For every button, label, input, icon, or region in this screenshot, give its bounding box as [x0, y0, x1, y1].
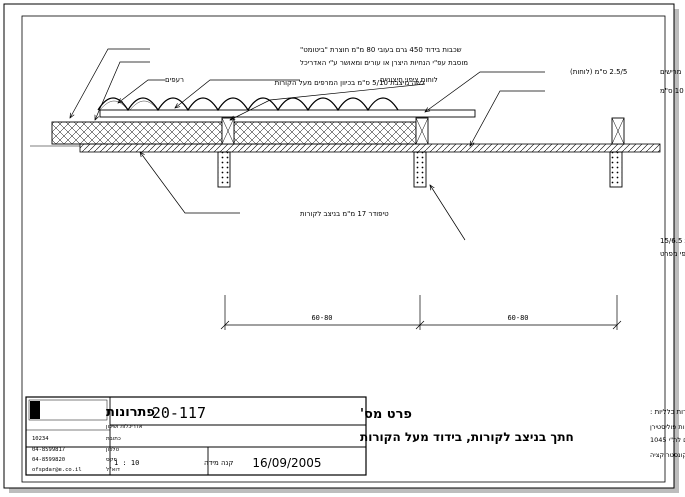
detail-label: פרט מס' [360, 407, 412, 422]
beam-2 [413, 151, 427, 188]
beam-1 [217, 151, 231, 188]
scale-label: קנה מידה [204, 459, 233, 467]
notes-heading: הערות כלליות : [650, 408, 685, 416]
insulation-block-left [51, 121, 223, 145]
callout-right-top: 2.5/5 ס"מ (לוחות) [570, 68, 627, 76]
beam-3 [609, 151, 623, 188]
plywood-layer [79, 143, 661, 153]
contact-label-1: טלפון [106, 446, 120, 453]
drawing-title: חתך בניצב לקורות, בידוד מעל הקורות [360, 430, 574, 444]
company-subtitle: אדריכלות ושיכון [106, 423, 143, 430]
callout-right-top-label: מרישים [660, 68, 682, 76]
callout-insulation-line1: שכבות בידוד 450 גרם בעובי 80 מ"מ חוצרת "… [300, 46, 462, 54]
title-block: פתרונות אדריכלות ושיכון כתובת 10234 טלפו… [25, 396, 574, 476]
roof-tiles [97, 97, 399, 112]
callout-beams-line2: מהוקצעות רצבועות לפי מפרט [660, 250, 685, 258]
callout-board: לוחות ציפוי חיצוניים [380, 76, 438, 84]
drawing-date: 16/09/2005 [252, 456, 321, 470]
contact-value-3: ofspdar@e.co.il [32, 467, 82, 473]
dimension-left: 60-80 [311, 314, 332, 322]
contact-value-2: 04-8599820 [32, 457, 65, 463]
callout-plywood: טיפודר 17 מ"מ בניצב לקורות [300, 210, 389, 218]
roof-section-drawing [30, 97, 661, 188]
drawing-frame [21, 15, 666, 483]
contact-label-0: כתובת [106, 436, 121, 442]
contact-label-2: פקס [106, 457, 117, 463]
callout-insulation-line2: מוסבת עפ"י הנחיות היצרן או עורים ומאושר … [300, 59, 468, 67]
company-logo [28, 399, 108, 421]
dimension-right: 60-80 [507, 314, 528, 322]
contact-label-3: דוא"ל [106, 466, 120, 473]
callout-board-center: לשה מיצבת 5/10 ס"מ בכיוון המרפים מעל הקו… [275, 79, 425, 87]
note-line-3: 2. קורות הגג יהיו עפ"י הוראות מהנדס קונס… [650, 451, 685, 459]
detail-number: 20-117 [152, 404, 206, 422]
note-line-1: 1. הבידוד התרמי יהיה באמצעות הדבקת לוחות… [650, 423, 685, 431]
callout-membrane: יריעות: איטום או נייר עטוף מוצמד מעל 10 … [660, 87, 685, 95]
top-board [99, 109, 476, 118]
insulation-block-right [233, 121, 417, 145]
callout-tiles: רעפים [165, 76, 184, 84]
dimension-line [220, 295, 622, 330]
callout-beams-line1: קורות הגג מעץ אורן סוג א' במידות 15/6.5 [660, 237, 685, 245]
company-logo-text: פתרונות [106, 405, 155, 420]
leader-lines [70, 48, 545, 241]
note-line-2: מוקצף (קלקר) או חומר צמר זכוכית - בהתאם … [650, 436, 685, 444]
contact-value-1: 04-8599817 [32, 447, 65, 453]
scale-value: 1 : 10 [114, 459, 139, 467]
contact-value-0: 10234 [32, 436, 49, 442]
general-notes: הערות כלליות : 1. הבידוד התרמי יהיה באמצ… [650, 408, 685, 459]
